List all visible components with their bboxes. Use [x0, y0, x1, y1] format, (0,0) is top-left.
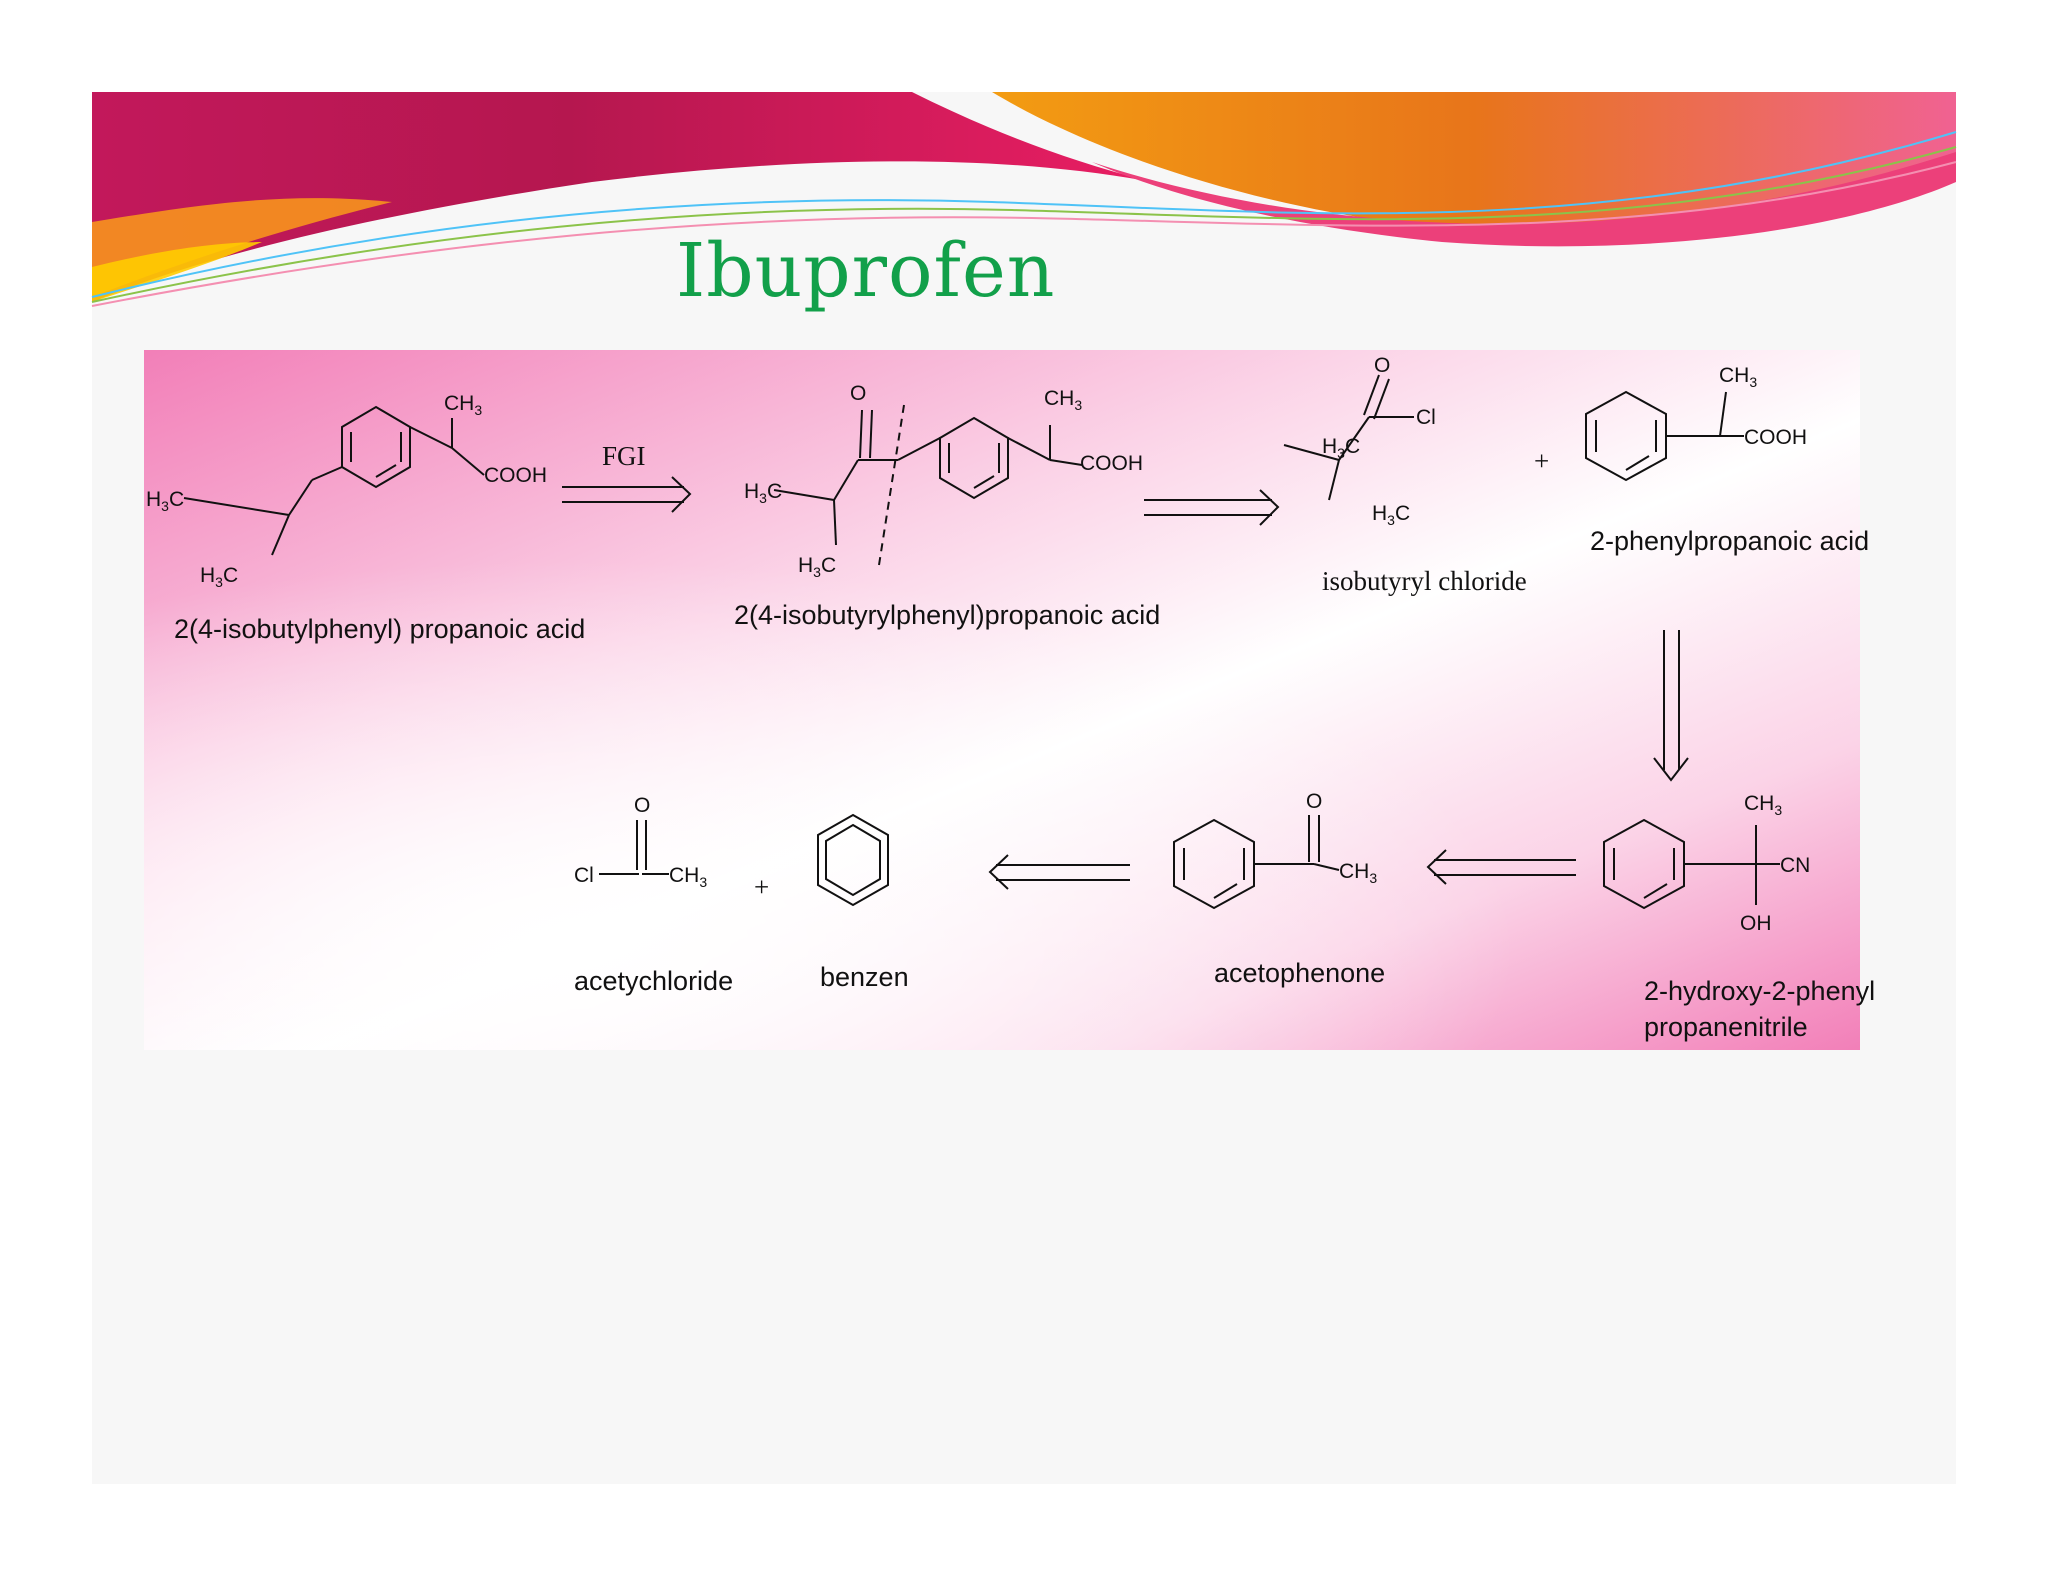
retrosynthesis-diagram: CH3 COOH H3C H3C CH3 COOH O H3C H3C O Cl…	[144, 350, 1875, 1050]
svg-text:CH3: CH3	[444, 392, 482, 418]
svg-text:Cl: Cl	[1416, 406, 1436, 429]
svg-text:H3C: H3C	[146, 488, 184, 514]
label-isobutyryl-chloride: isobutyryl chloride	[1322, 566, 1527, 596]
decorative-wave-banner	[91, 92, 1957, 307]
retro-arrow-left-2	[988, 854, 1130, 890]
retro-arrow-left-1	[1426, 849, 1576, 885]
svg-text:CH3: CH3	[1044, 387, 1082, 413]
acetophenone-structure	[1173, 815, 1340, 910]
acetyl-chloride-structure	[599, 820, 669, 875]
svg-text:H3C: H3C	[1372, 502, 1410, 528]
svg-text:H3C: H3C	[744, 480, 782, 506]
svg-text:H3C: H3C	[1322, 435, 1360, 461]
label-ketone: 2(4-isobutyrylphenyl)propanoic acid	[734, 600, 1160, 630]
svg-text:CN: CN	[1780, 854, 1810, 877]
retro-arrow-2	[1144, 489, 1280, 526]
svg-text:Cl: Cl	[574, 864, 594, 887]
svg-text:O: O	[634, 794, 650, 817]
svg-text:COOH: COOH	[1744, 426, 1807, 449]
cyanohydrin-structure	[1603, 818, 1780, 910]
phenylpropanoic-acid-structure	[1585, 390, 1744, 482]
label-cyanohydrin-line2: propanenitrile	[1644, 1012, 1808, 1042]
svg-text:H3C: H3C	[200, 564, 238, 590]
ibuprofen-structure	[183, 405, 485, 556]
label-acetophenone: acetophenone	[1214, 958, 1385, 988]
svg-text:O: O	[1374, 354, 1390, 377]
fgi-retro-arrow	[562, 476, 692, 513]
svg-text:COOH: COOH	[484, 464, 547, 487]
retrosynthesis-scheme: CH3 COOH H3C H3C CH3 COOH O H3C H3C O Cl…	[144, 350, 1875, 1050]
plus-sign-2: +	[754, 872, 769, 902]
plus-sign-1: +	[1534, 446, 1549, 476]
svg-text:COOH: COOH	[1080, 452, 1143, 475]
svg-text:H3C: H3C	[798, 554, 836, 580]
benzene-structure	[817, 813, 889, 907]
fgi-label: FGI	[602, 441, 646, 471]
svg-text:CH3: CH3	[1339, 860, 1377, 886]
svg-text:CH3: CH3	[1744, 792, 1782, 818]
svg-text:CH3: CH3	[1719, 364, 1757, 390]
label-phenylpropanoic-acid: 2-phenylpropanoic acid	[1590, 526, 1869, 556]
retro-arrow-down	[1653, 630, 1689, 782]
isobutyrylphenyl-structure	[773, 404, 1083, 566]
label-acetychloride: acetychloride	[574, 966, 733, 996]
label-benzen: benzen	[820, 962, 909, 992]
svg-text:CH3: CH3	[669, 864, 707, 890]
svg-text:O: O	[850, 382, 866, 405]
isobutyryl-chloride-structure	[1283, 374, 1414, 501]
label-cyanohydrin-line1: 2-hydroxy-2-phenyl	[1644, 976, 1875, 1006]
svg-text:O: O	[1306, 790, 1322, 813]
label-ibuprofen: 2(4-isobutylphenyl) propanoic acid	[174, 614, 585, 644]
slide-title: Ibuprofen	[676, 228, 1056, 314]
svg-text:OH: OH	[1740, 912, 1772, 935]
